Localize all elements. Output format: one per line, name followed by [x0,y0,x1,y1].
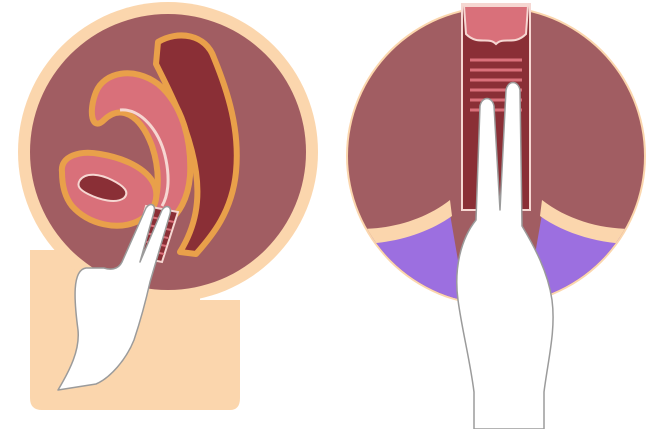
panel-sagittal [18,2,318,410]
panel-frontal [340,0,649,429]
cervix-frontal [464,6,528,44]
